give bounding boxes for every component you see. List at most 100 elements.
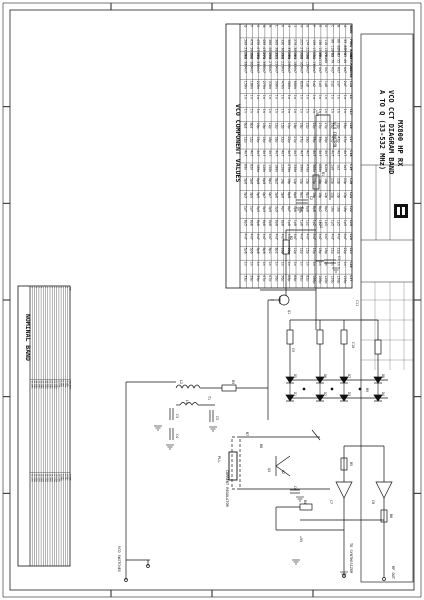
- vco-table-cell: 1u2: [337, 164, 341, 170]
- band-table-title: NOMINAL BAND: [24, 314, 32, 361]
- resistor-r4: [340, 457, 348, 471]
- component-reference: +9V: [299, 536, 303, 542]
- band-table-cell: B: [64, 287, 66, 288]
- vco-table-cell: 1n: [324, 261, 328, 265]
- vco-table-cell: 10p: [318, 192, 322, 198]
- band-table-cell: Q: [31, 287, 33, 288]
- vco-table-cell: 39p: [324, 136, 328, 142]
- vco-table-cell: 88-118MHz: [330, 39, 334, 57]
- vco-table-cell: I: [293, 25, 297, 27]
- vco-table-cell: 4n7: [330, 67, 334, 73]
- band-table-cell: 225-250MHz: [42, 381, 44, 389]
- vco-table-cell: 1p5: [343, 220, 347, 226]
- vco-table-cell: 0p5: [243, 220, 247, 226]
- vco-table-cell: 15p: [262, 136, 266, 142]
- vco-table-header-cell: C24: [349, 234, 353, 240]
- vco-table-cell: 1p2: [312, 220, 316, 226]
- band-table-header-cell: FREQ RANGE: [68, 381, 71, 389]
- vco-table-cell: 4p7: [287, 206, 291, 212]
- vco-table-cell: 1p5: [324, 220, 328, 226]
- vco-table-cell: 0p6: [262, 220, 266, 226]
- vco-table-cell: 12p: [330, 192, 334, 198]
- frame-zone-ticks: [3, 3, 421, 597]
- vco-table-cell: 33p: [337, 122, 341, 128]
- band-table-cell: K: [44, 287, 46, 288]
- band-table-cell: I: [48, 287, 50, 288]
- vco-table-cell: 5p6: [243, 178, 247, 184]
- vco-table-header-cell: C14: [349, 81, 353, 87]
- component-reference: C7: [329, 500, 333, 504]
- vco-table-cell: 4n7: [287, 67, 291, 73]
- vco-table-cell: 4p7: [268, 192, 272, 198]
- vco-table-cell: C: [330, 25, 334, 27]
- vco-table-cell: 1p2: [318, 220, 322, 226]
- vco-table-cell: 1n: [274, 95, 278, 99]
- vco-table-cell: 4n7: [268, 234, 272, 240]
- vco-table-cell: 3p3: [256, 206, 260, 212]
- vco-table-cell: 680n: [318, 164, 322, 172]
- vco-table-cell: H: [299, 25, 303, 27]
- vco-table-cell: N: [262, 25, 266, 27]
- vco-table-header-cell: C25: [349, 248, 353, 254]
- vco-table-cell: 6p8: [293, 192, 297, 198]
- band-table-cell: 246-271MHz: [42, 474, 44, 482]
- band-table-cell: 270-300MHz: [37, 381, 39, 389]
- vco-table-cell: 5p6: [299, 206, 303, 212]
- component-reference: C3: [175, 414, 179, 418]
- vco-table-cell: 1n: [243, 109, 247, 113]
- label-vco-switches: VCO SWITCHES: [117, 546, 121, 572]
- label-rf-out: RF OUT: [391, 566, 395, 580]
- vco-table-cell: 270-300MHz: [293, 39, 297, 59]
- ground-icon: [292, 559, 300, 565]
- vco-table-cell: 1n: [262, 261, 266, 265]
- vco-table-cell: 4n7: [337, 234, 341, 240]
- vco-table-cell: 82p: [306, 275, 310, 281]
- band-table-cell: 357-381MHz: [33, 474, 35, 482]
- component-reference: C12: [319, 222, 323, 228]
- vco-table-cell: 430-470MHz: [256, 39, 260, 59]
- vco-table-cell: 4n7: [306, 234, 310, 240]
- vco-table-header-cell: BAND: [349, 25, 353, 33]
- component-reference: C5: [215, 416, 219, 420]
- vco-table-cell: 390n: [299, 164, 303, 172]
- vco-table-cell: 27p: [293, 136, 297, 142]
- vco-table-cell: 15p: [312, 248, 316, 254]
- vco-table-cell: 4n7: [343, 150, 347, 156]
- band-table-cell: L: [42, 287, 44, 288]
- vco-table-cell: 4n7: [293, 67, 297, 73]
- vco-table-cell: 1u2: [312, 81, 316, 87]
- component-reference: C4: [175, 434, 179, 438]
- title-line-2: VCO CCT DIAGRAM BAND: [387, 90, 395, 174]
- vco-table-cell: 5p6: [293, 206, 297, 212]
- band-table-cell: 55-70MHz: [62, 381, 64, 388]
- band-table-cell: 171-186MHz: [51, 474, 53, 482]
- vco-table-cell: 1n: [324, 109, 328, 113]
- vco-table-cell: 174-225MHz: [306, 39, 310, 59]
- vco-table-cell: 4n7: [318, 150, 322, 156]
- vco-table-cell: 1n: [299, 261, 303, 265]
- schematic-labels: VCO CONTROL CURRENT REGULATOR PLL VCO SW…: [117, 110, 395, 580]
- label-pll: PLL: [217, 456, 221, 463]
- vco-table-cell: D: [324, 25, 328, 27]
- vco-table-cell: 15p: [306, 178, 310, 184]
- vco-table-cell: L: [274, 25, 278, 27]
- band-table-cell: 157-171MHz: [53, 474, 55, 482]
- vco-table-cell: 500-532MHz: [243, 39, 247, 59]
- output-terminal-synth: [342, 574, 346, 578]
- vco-table-cell: G: [306, 25, 310, 27]
- vco-table-cell: 56p: [281, 275, 285, 281]
- component-reference: D1: [293, 392, 297, 396]
- vco-table-cell: 4n7: [274, 234, 278, 240]
- vco-table-cell: 10p: [337, 206, 341, 212]
- vco-table-cell: 1n: [243, 95, 247, 99]
- vco-table-cell: 18p: [324, 178, 328, 184]
- ground-icon: [166, 444, 174, 450]
- vco-table-cell: 6p8: [306, 206, 310, 212]
- vco-table-cell: 22p: [330, 178, 334, 184]
- vco-table-cell: 8p2: [318, 206, 322, 212]
- vco-table-cell: 4n7: [281, 234, 285, 240]
- vco-table-cell: 39p: [256, 275, 260, 281]
- vco-table-cell: 88-112: [318, 53, 322, 65]
- component-reference: R3: [231, 380, 235, 384]
